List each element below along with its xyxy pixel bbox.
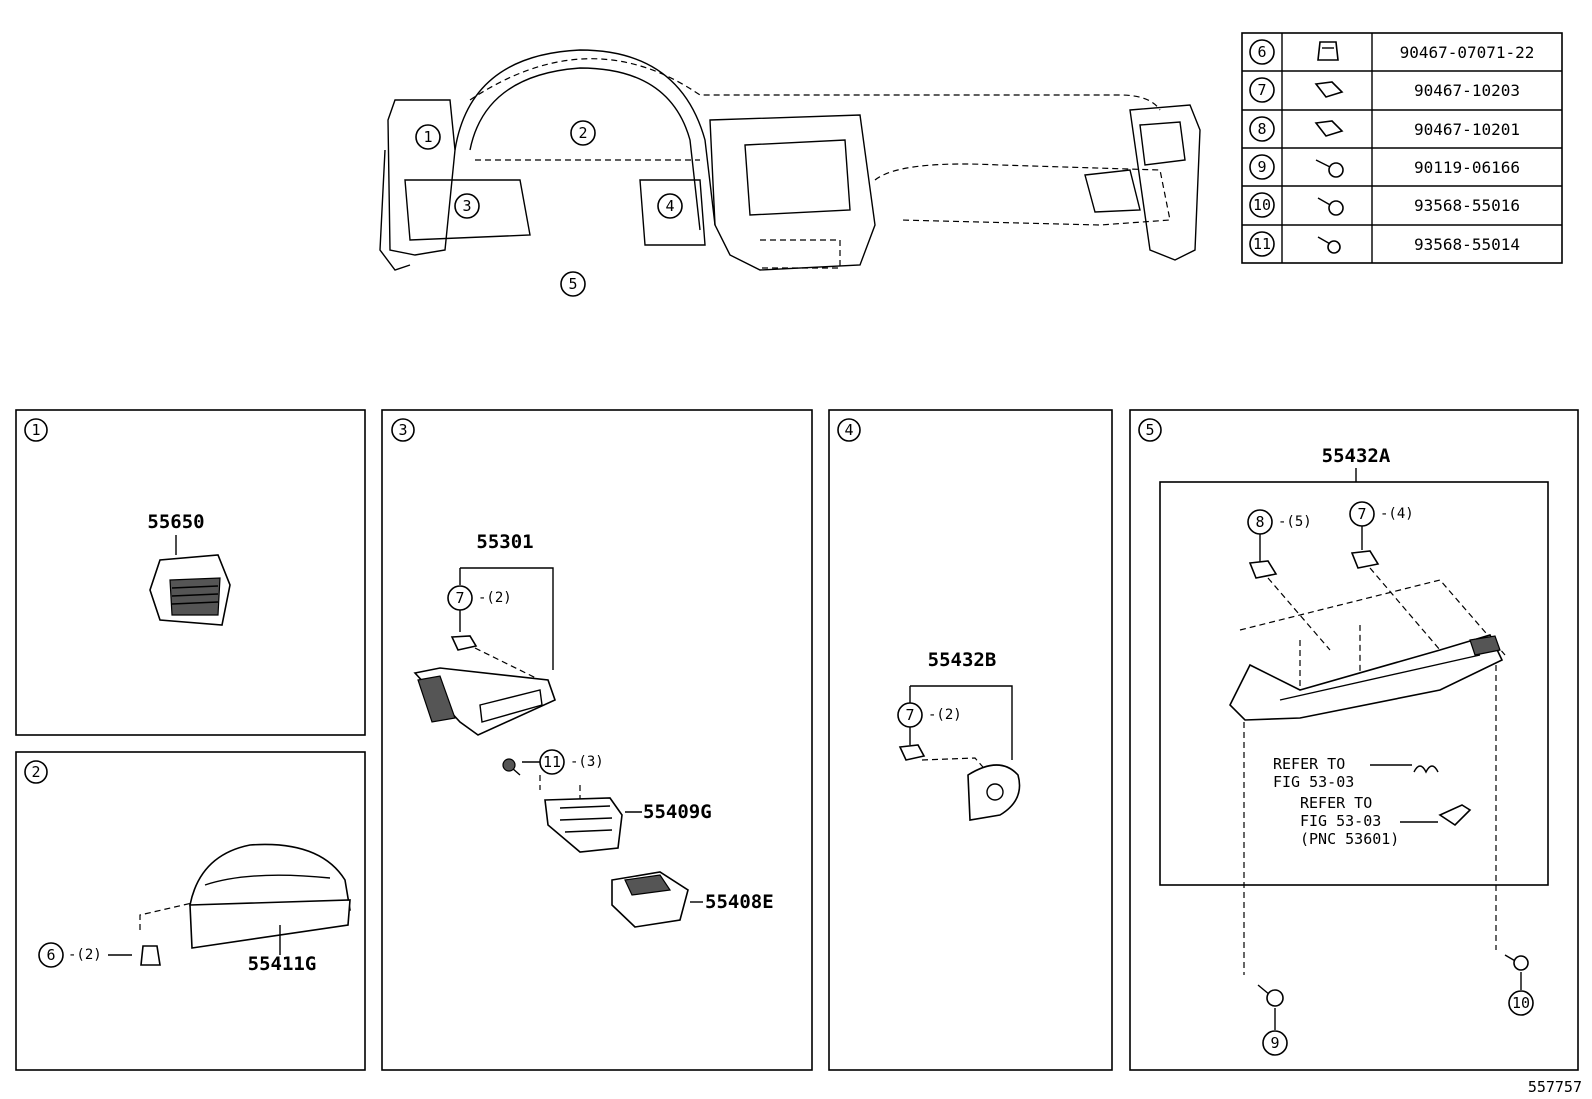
svg-text:FIG 53-03: FIG 53-03	[1300, 812, 1381, 830]
svg-text:93568-55014: 93568-55014	[1414, 235, 1520, 254]
push-clip-icon	[1317, 41, 1339, 61]
svg-text:-(3): -(3)	[570, 754, 604, 770]
garnish-part	[413, 667, 556, 736]
svg-text:1: 1	[423, 128, 432, 146]
svg-text:-(2): -(2)	[928, 707, 962, 723]
svg-text:5: 5	[568, 275, 577, 293]
clip-icon	[1248, 560, 1278, 579]
svg-text:7: 7	[455, 589, 464, 607]
meter-hood-part	[189, 843, 351, 949]
part-number-label: 55408E	[705, 891, 774, 913]
svg-text:10: 10	[1253, 196, 1271, 214]
clip-icon	[898, 744, 926, 761]
part-number-label: 55409G	[643, 801, 712, 823]
part-number-label: 55432A	[1322, 445, 1391, 467]
svg-text:90467-10203: 90467-10203	[1414, 81, 1520, 100]
damper-part	[1438, 804, 1472, 827]
svg-text:7: 7	[1257, 81, 1266, 99]
svg-text:8: 8	[1257, 120, 1266, 138]
svg-text:10: 10	[1512, 994, 1530, 1012]
switch-base-part	[544, 797, 623, 853]
svg-text:3: 3	[462, 197, 471, 215]
svg-text:4: 4	[665, 197, 674, 215]
part-number-label: 55432B	[928, 649, 997, 671]
svg-text:-(4): -(4)	[1380, 506, 1414, 522]
svg-text:4: 4	[844, 421, 853, 439]
svg-text:7: 7	[905, 706, 914, 724]
svg-text:3: 3	[398, 421, 407, 439]
screw-icon	[1317, 236, 1341, 254]
panel-5: 5 55432A 8 -(5) 7 -(4) REFER TO FIG 53-0…	[1129, 409, 1579, 1071]
svg-text:REFER TO: REFER TO	[1300, 794, 1372, 812]
overview-callout-5[interactable]: 5	[560, 271, 586, 297]
table-row: 6 90467-07071-22	[1249, 39, 1535, 65]
svg-text:(PNC 53601): (PNC 53601)	[1300, 830, 1399, 848]
bolt-icon	[1257, 984, 1284, 1007]
svg-text:-(2): -(2)	[68, 947, 102, 963]
overview-callout-2[interactable]: 2	[570, 120, 596, 146]
svg-text:REFER TO: REFER TO	[1273, 755, 1345, 773]
svg-text:-(2): -(2)	[478, 590, 512, 606]
diagram-id: 557757	[1528, 1078, 1582, 1096]
svg-text:2: 2	[578, 124, 587, 142]
svg-text:9: 9	[1257, 158, 1266, 176]
table-row: 8 90467-10201	[1249, 116, 1520, 142]
table-row: 9 90119-06166	[1249, 154, 1520, 180]
svg-text:2: 2	[31, 763, 40, 781]
bolt-icon	[1315, 159, 1344, 178]
svg-text:93568-55016: 93568-55016	[1414, 196, 1520, 215]
svg-text:6: 6	[46, 946, 55, 964]
table-row: 11 93568-55014	[1249, 231, 1520, 257]
screw-icon	[502, 758, 521, 776]
svg-text:11: 11	[1253, 235, 1271, 253]
overview-callout-4[interactable]: 4	[657, 193, 683, 219]
overview-callout-3[interactable]: 3	[454, 193, 480, 219]
svg-text:90467-07071-22: 90467-07071-22	[1400, 43, 1535, 62]
svg-text:9: 9	[1270, 1034, 1279, 1052]
part-number-label: 55411G	[248, 953, 317, 975]
glove-box-door-part	[1229, 634, 1504, 721]
svg-text:90119-06166: 90119-06166	[1414, 158, 1520, 177]
cover-part	[967, 764, 1021, 821]
svg-text:8: 8	[1255, 513, 1264, 531]
svg-text:7: 7	[1357, 505, 1366, 523]
panel-2: 2 55411G 6 -(2)	[15, 751, 366, 1071]
panel-3: 3 55301 7 -(2) 11 -(3) 55409G 554	[381, 409, 813, 1071]
push-clip-icon	[140, 945, 161, 966]
instrument-panel-overview	[379, 49, 1201, 271]
svg-text:6: 6	[1257, 43, 1266, 61]
svg-text:FIG 53-03: FIG 53-03	[1273, 773, 1354, 791]
svg-text:1: 1	[31, 421, 40, 439]
table-row: 7 90467-10203	[1249, 77, 1520, 103]
screw-icon	[1317, 197, 1344, 216]
air-vent-part	[149, 554, 231, 626]
overview-callout-1[interactable]: 1	[415, 124, 441, 150]
clip-icon	[1350, 550, 1380, 569]
svg-text:11: 11	[543, 753, 561, 771]
table-row: 10 93568-55016	[1249, 192, 1520, 218]
clip-icon	[1314, 120, 1344, 137]
panel-1: 1 55650	[15, 409, 366, 736]
screw-icon	[1504, 954, 1529, 971]
clip-icon	[450, 635, 478, 651]
part-number-label: 55650	[147, 511, 204, 533]
clip-icon	[1314, 81, 1344, 98]
fastener-table	[1241, 32, 1563, 264]
pocket-part	[611, 871, 689, 928]
svg-text:5: 5	[1145, 421, 1154, 439]
part-number-label: 55301	[476, 531, 533, 553]
svg-text:-(5): -(5)	[1278, 514, 1312, 530]
panel-4: 4 55432B 7 -(2)	[828, 409, 1113, 1071]
svg-text:90467-10201: 90467-10201	[1414, 120, 1520, 139]
